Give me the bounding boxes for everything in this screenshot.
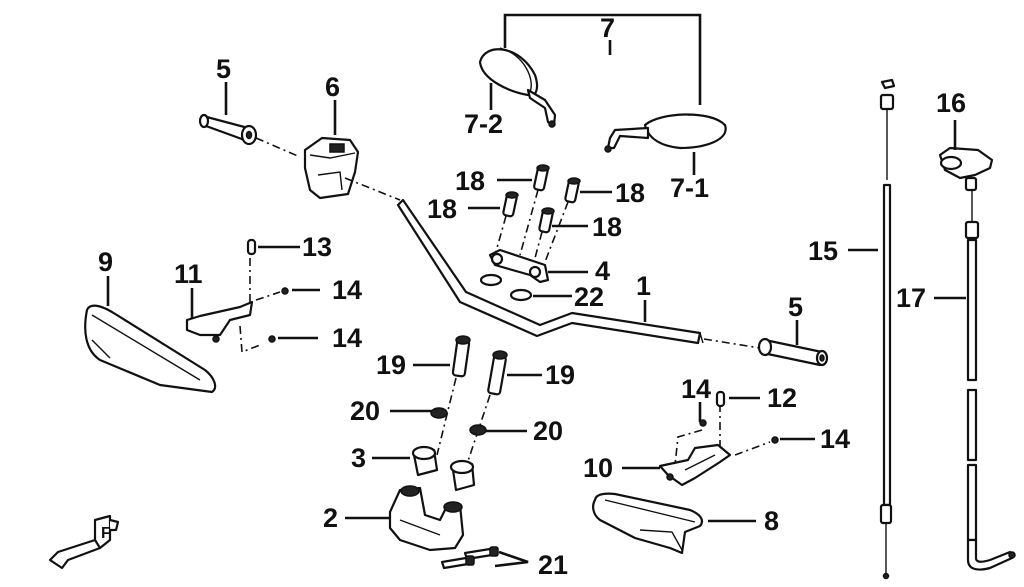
part-riser-base[interactable] [388, 485, 465, 552]
label-18-a: 18 [455, 166, 485, 196]
part-mirror-left[interactable] [478, 47, 557, 128]
label-13: 13 [302, 232, 332, 262]
label-20-a: 20 [350, 396, 380, 426]
part-clamp-bolt[interactable] [564, 177, 581, 204]
label-18-c: 18 [427, 194, 457, 224]
label-14-d: 14 [820, 424, 850, 454]
part-washer[interactable] [430, 407, 487, 436]
label-19-a: 19 [376, 350, 406, 380]
part-spacer-washer[interactable] [479, 273, 533, 302]
label-14-a: 14 [332, 275, 362, 305]
part-throttle-housing[interactable] [938, 146, 994, 192]
label-10: 10 [583, 453, 613, 483]
part-mirror-right[interactable] [604, 113, 727, 153]
part-right-bracket[interactable] [658, 443, 732, 487]
axis-line [344, 177, 401, 201]
label-15: 15 [808, 236, 838, 266]
part-bolt-13[interactable] [246, 238, 257, 256]
part-bolt-12[interactable] [715, 390, 726, 408]
part-left-bracket[interactable] [185, 300, 254, 343]
label-5-right: 5 [788, 292, 803, 322]
part-upper-clamp[interactable] [488, 248, 550, 284]
part-clamp-bolt[interactable] [538, 207, 555, 234]
part-grip-right[interactable] [757, 337, 829, 367]
label-18-b: 18 [615, 178, 645, 208]
label-21: 21 [538, 550, 568, 580]
part-throttle-cable[interactable] [964, 190, 1016, 571]
part-riser-bolt[interactable] [451, 335, 471, 378]
front-indicator-label: F [101, 525, 111, 542]
part-switch-housing[interactable] [303, 136, 360, 200]
label-3: 3 [351, 443, 366, 473]
label-8: 8 [764, 506, 779, 536]
label-22: 22 [574, 282, 604, 312]
axis-line [703, 338, 761, 349]
axis-line [255, 137, 301, 158]
axis-line [534, 231, 543, 259]
leader-lines [106, 13, 966, 568]
label-7-1: 7-1 [670, 173, 709, 203]
part-riser-bushing[interactable] [411, 445, 476, 492]
part-cable-15[interactable] [879, 78, 896, 580]
part-handlebar[interactable] [396, 198, 704, 345]
part-screw[interactable] [699, 419, 707, 427]
axis-line [519, 189, 539, 256]
part-clamp-bolt[interactable] [502, 191, 519, 218]
part-grip-left[interactable] [198, 113, 258, 146]
axis-line [255, 291, 281, 301]
part-clamp-bolt[interactable] [533, 164, 550, 192]
label-12: 12 [767, 383, 797, 413]
part-left-hand-guard[interactable] [84, 304, 217, 394]
part-screw[interactable] [268, 335, 276, 343]
axis-line [239, 325, 261, 354]
part-screw[interactable] [771, 436, 779, 444]
part-right-hand-guard[interactable] [592, 492, 704, 555]
label-18-d: 18 [592, 212, 622, 242]
label-1: 1 [636, 271, 651, 301]
axis-line [494, 215, 507, 256]
label-16: 16 [936, 88, 966, 118]
label-2: 2 [323, 503, 338, 533]
part-screw[interactable] [281, 287, 289, 295]
label-14-c: 14 [681, 374, 711, 404]
label-14-b: 14 [332, 323, 362, 353]
label-9: 9 [98, 247, 113, 277]
label-4: 4 [595, 256, 610, 286]
label-5-left: 5 [216, 54, 231, 84]
label-7: 7 [600, 13, 615, 43]
part-riser-bolt[interactable] [487, 350, 508, 396]
label-20-b: 20 [533, 416, 563, 446]
label-19-b: 19 [545, 360, 575, 390]
label-11: 11 [174, 259, 203, 289]
part-base-bolt[interactable] [440, 546, 499, 570]
label-17: 17 [896, 283, 926, 313]
axis-line [436, 377, 457, 456]
label-6: 6 [325, 72, 340, 102]
label-7-2: 7-2 [464, 109, 503, 139]
front-direction-indicator [48, 514, 120, 570]
axis-line [674, 429, 703, 466]
axis-line [734, 441, 771, 456]
